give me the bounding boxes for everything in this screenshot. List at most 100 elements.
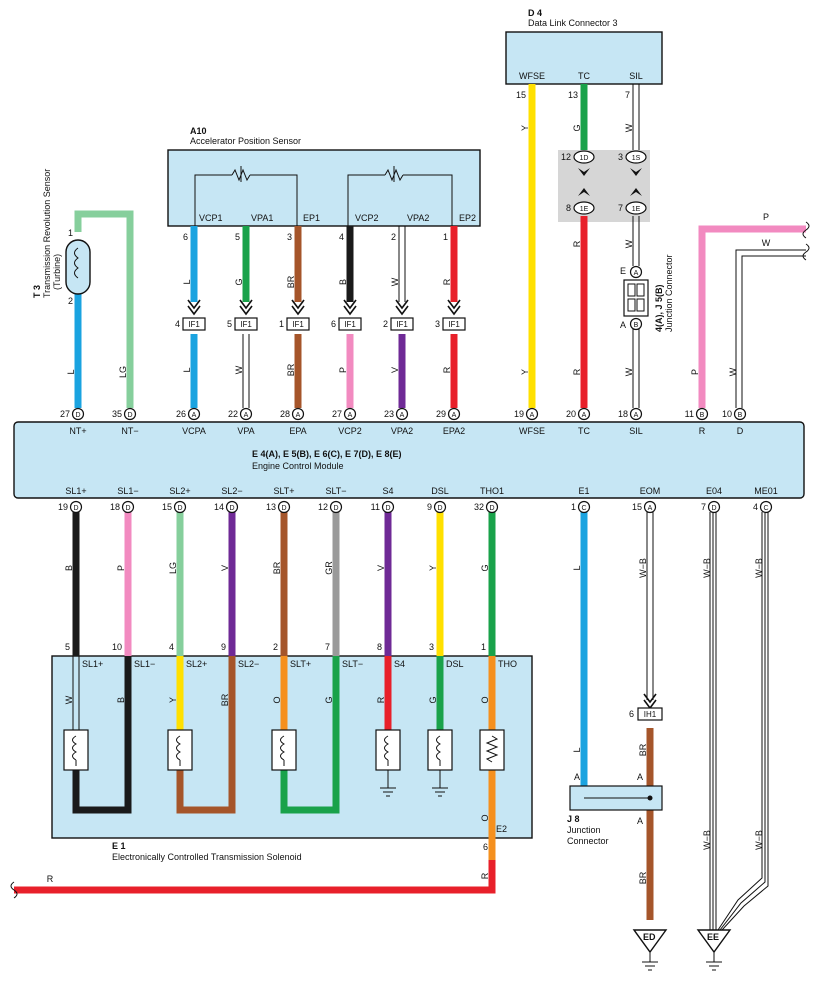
wire-color-ecmlow-1: P bbox=[116, 565, 126, 571]
if1-pin-1: 5 bbox=[227, 319, 232, 329]
ecm-top-pin-4-letter: A bbox=[296, 412, 301, 419]
ecm-bot-label-11: E04 bbox=[706, 486, 722, 496]
ecm-top-label-9: TC bbox=[578, 426, 590, 436]
ecm-code: E 4(A), E 5(B), E 6(C), E 7(D), E 8(E) bbox=[252, 449, 402, 459]
wire-color-ecmlow-2: LG bbox=[168, 562, 178, 574]
ecm-top-label-7: EPA2 bbox=[443, 426, 465, 436]
e2-pinno: 6 bbox=[483, 842, 488, 852]
wire-trs-nt-minus bbox=[74, 210, 134, 408]
wire-color-10: P bbox=[690, 369, 700, 375]
wire-color-lo-5: R bbox=[442, 366, 452, 373]
dlc3-pin-0: 15 bbox=[516, 90, 526, 100]
wire-color-7: W bbox=[624, 123, 634, 132]
ecm-top-pinno-8: 19 bbox=[514, 409, 524, 419]
coil-icon-3 bbox=[384, 735, 390, 766]
j8-connector bbox=[569, 785, 663, 811]
wire-color-17: W−B bbox=[702, 830, 712, 850]
ecm-bot-pin-2-letter: D bbox=[177, 505, 182, 512]
wire-color-r-bottom: R bbox=[47, 874, 54, 884]
dlc3-box bbox=[505, 31, 663, 85]
aps-term-4: VPA2 bbox=[407, 213, 429, 223]
jc-pin-a-label: A bbox=[620, 320, 626, 330]
solenoid-name: Electronically Controlled Transmission S… bbox=[112, 852, 302, 862]
wire-color-ecmlow-9: L bbox=[572, 565, 582, 570]
trs-sub: (Turbine) bbox=[52, 254, 62, 290]
jc-name: Junction Connector bbox=[664, 254, 674, 332]
ecm-top-pin-2 bbox=[187, 407, 201, 421]
sol-term-8: THO bbox=[498, 659, 517, 669]
ecm-bot-label-6: S4 bbox=[382, 486, 393, 496]
ecm-top-pin-11-letter: B bbox=[700, 412, 705, 419]
ecm-bot-label-10: EOM bbox=[640, 486, 661, 496]
ground-ee bbox=[696, 929, 732, 971]
ecm-top-label-3: VPA bbox=[237, 426, 254, 436]
dlc-oval-pin-2: 8 bbox=[566, 203, 571, 213]
ecm-bot-pinno-10: 15 bbox=[632, 502, 642, 512]
ih1-arrow bbox=[643, 693, 657, 710]
sol-sl1-loop bbox=[72, 656, 132, 814]
jc-pin-top bbox=[629, 265, 643, 279]
ecm-top-label-6: VPA2 bbox=[391, 426, 413, 436]
ecm-bot-pin-4-letter: D bbox=[281, 505, 286, 512]
if1-pin-4: 2 bbox=[383, 319, 388, 329]
sol-term-3: SL2− bbox=[238, 659, 259, 669]
wire-color-sol-4: O bbox=[272, 696, 282, 703]
coil-icon-4 bbox=[436, 735, 442, 766]
aps-term-1: VPA1 bbox=[251, 213, 273, 223]
dlc-oval-3 bbox=[625, 201, 647, 215]
sol-pinno-7: 3 bbox=[429, 642, 434, 652]
aps-code: A10 bbox=[190, 126, 207, 136]
ecm-top-pin-11 bbox=[695, 407, 709, 421]
dlc3-code: D 4 bbox=[528, 8, 542, 18]
sol-pinno-5: 7 bbox=[325, 642, 330, 652]
coil-icon-1 bbox=[176, 735, 182, 766]
coil-box-2 bbox=[271, 729, 297, 771]
aps-term-3: VCP2 bbox=[355, 213, 379, 223]
ecm-bot-pinno-0: 19 bbox=[58, 502, 68, 512]
wire-color-p-top: P bbox=[763, 212, 769, 222]
ecm-top-pin-5-letter: A bbox=[348, 412, 353, 419]
if1-arrow-2 bbox=[291, 299, 305, 316]
wire-color-sol-8: O bbox=[480, 696, 490, 703]
ecm-top-pinno-9: 20 bbox=[566, 409, 576, 419]
aps-pin-2: 3 bbox=[287, 232, 292, 242]
jc-code: 4(A), J 5(B) bbox=[654, 284, 664, 332]
dlc-oval-id-0: 1D bbox=[580, 155, 589, 162]
ecm-bot-pin-0 bbox=[69, 500, 83, 514]
dlc3-term-1: TC bbox=[578, 71, 590, 81]
if1-label-3: IF1 bbox=[344, 320, 356, 329]
trs-coil-icon bbox=[74, 247, 79, 279]
ecm-bot-pin-10 bbox=[643, 500, 657, 514]
ecm-top-pin-4 bbox=[291, 407, 305, 421]
ecm-bot-pin-7-letter: D bbox=[437, 505, 442, 512]
dlc-oval-pin-3: 7 bbox=[618, 203, 623, 213]
wire-color-1: LG bbox=[118, 366, 128, 378]
if1-label-0: IF1 bbox=[188, 320, 200, 329]
sol-pinno-6: 8 bbox=[377, 642, 382, 652]
ecm-bot-pin-8-letter: D bbox=[489, 505, 494, 512]
ecm-top-pinno-4: 28 bbox=[280, 409, 290, 419]
dlc-oval-2 bbox=[573, 201, 595, 215]
thermistor-icon bbox=[485, 735, 499, 763]
if1-label-1: IF1 bbox=[240, 320, 252, 329]
aps-pin-5: 1 bbox=[443, 232, 448, 242]
wires-white-upper bbox=[242, 84, 806, 408]
ecm-top-label-5: VCP2 bbox=[338, 426, 362, 436]
ecm-top-pin-0-letter: D bbox=[75, 412, 80, 419]
dlc-arrows bbox=[578, 168, 642, 196]
ecm-bot-pin-7 bbox=[433, 500, 447, 514]
ecm-bot-label-5: SLT− bbox=[325, 486, 346, 496]
ecm-top-label-4: EPA bbox=[289, 426, 306, 436]
ecm-top-pin-10 bbox=[629, 407, 643, 421]
coil-icon-2 bbox=[280, 735, 286, 766]
ecm-bot-label-3: SL2− bbox=[221, 486, 242, 496]
ecm-top-pinno-3: 22 bbox=[228, 409, 238, 419]
coil-icon-0 bbox=[72, 735, 78, 766]
wire-color-ecmlow-12: W−B bbox=[754, 558, 764, 578]
wire-color-13: O bbox=[480, 814, 490, 821]
dlc-oval-id-1: 1S bbox=[632, 155, 641, 162]
ecm-top-label-2: VCPA bbox=[182, 426, 206, 436]
ecm-bot-pin-9-letter: C bbox=[581, 505, 586, 512]
ecm-bot-pin-8 bbox=[485, 500, 499, 514]
wire-color-ecmlow-3: V bbox=[220, 565, 230, 571]
